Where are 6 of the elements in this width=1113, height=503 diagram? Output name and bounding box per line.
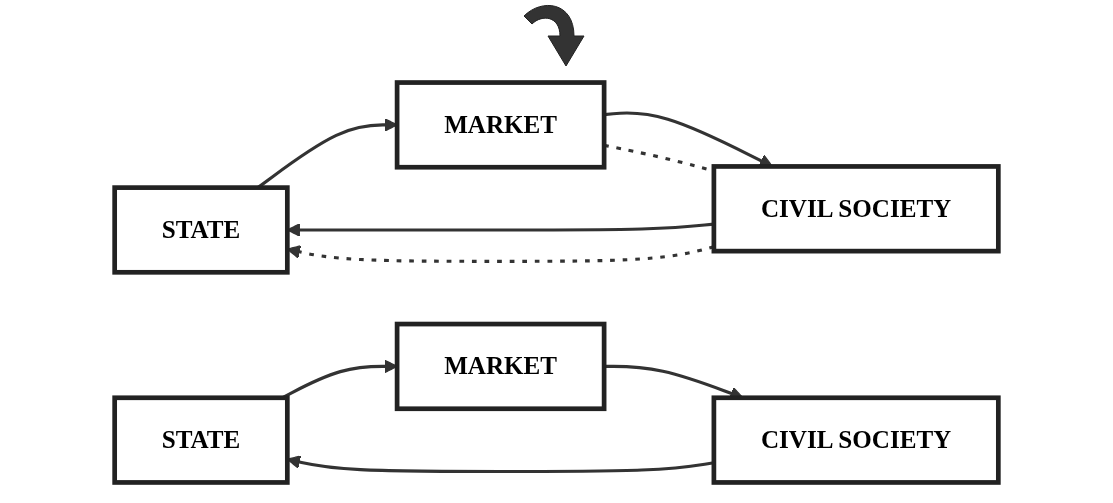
node-box: STATE — [112, 185, 290, 275]
node-box: CIVIL SOCIETY — [711, 164, 1001, 254]
node-box: MARKET — [394, 321, 607, 412]
node-box: STATE — [112, 395, 290, 485]
node-box: MARKET — [394, 80, 607, 170]
node-box: CIVIL SOCIETY — [711, 395, 1001, 485]
